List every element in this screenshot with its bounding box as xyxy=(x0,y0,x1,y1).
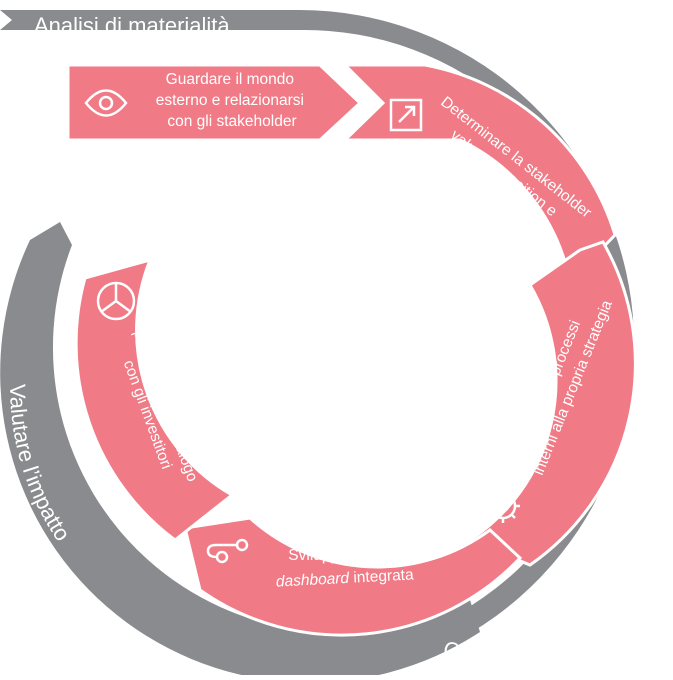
step-1-text: Guardare il mondo esterno e relazionarsi… xyxy=(156,71,309,130)
step-4-text-line2: dashboard integrata xyxy=(275,566,414,590)
arrow-up-right-icon xyxy=(389,98,423,132)
pie-chart-icon xyxy=(96,281,136,321)
step-segment-1 xyxy=(66,63,363,142)
step-segment-4 xyxy=(183,516,523,637)
step-1: Guardare il mondo esterno e relazionarsi… xyxy=(84,71,309,130)
eye-icon xyxy=(84,89,128,117)
step-segment-5 xyxy=(74,257,235,542)
route-icon xyxy=(206,538,249,564)
ring-label-analisi: Analisi di materialità xyxy=(34,13,230,38)
step-4: Sviluppare una dashboard integrata xyxy=(206,538,414,591)
outer-ring-left xyxy=(0,222,480,680)
step-4-text: Sviluppare una xyxy=(288,547,392,564)
gear-icon xyxy=(486,489,520,523)
step-segment-3 xyxy=(466,240,637,567)
step-segment-2 xyxy=(341,63,617,286)
